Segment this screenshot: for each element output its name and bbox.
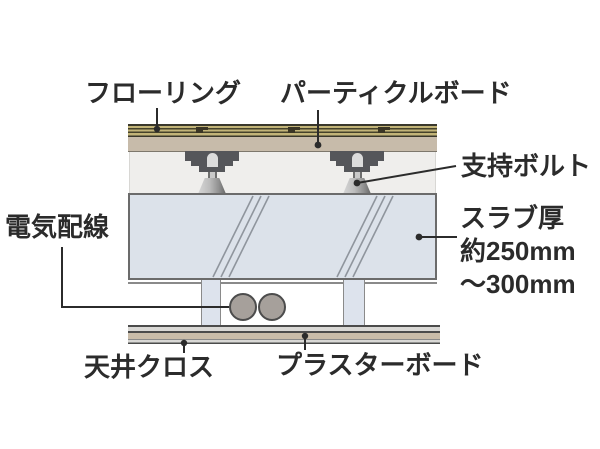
label-slab-thickness-value2: 〜300mm	[460, 268, 576, 299]
label-support-bolt: 支持ボルト	[461, 151, 592, 181]
bolt-foot	[198, 178, 226, 194]
flooring-fastener-marks	[196, 127, 390, 133]
label-ceiling-cloth: 天井クロス	[84, 352, 215, 382]
slab-hatch-group-2	[336, 195, 394, 278]
bolt-shaft	[352, 172, 362, 179]
label-slab-thickness: スラブ厚 約250mm 〜300mm	[460, 203, 576, 300]
slab-hatch-group-1	[212, 195, 270, 278]
leader-electrical-wiring	[61, 247, 229, 308]
floor-cavity	[129, 152, 436, 193]
leader-plasterboard	[301, 332, 309, 350]
wiring-conduit-1	[229, 293, 257, 321]
label-electrical-wiring: 電気配線	[5, 212, 110, 242]
leader-flooring	[153, 108, 161, 133]
concrete-slab	[128, 193, 437, 280]
label-particle-board: パーティクルボード	[280, 78, 512, 108]
leader-slab-thickness	[415, 233, 457, 241]
particle-board-layer	[128, 137, 437, 152]
slab-underside-line	[128, 282, 437, 284]
bolt-shaft	[207, 172, 217, 179]
ceiling-hanger-right	[343, 280, 365, 325]
leader-support-bolt	[353, 165, 457, 187]
support-bolt-assembly-left	[184, 151, 240, 195]
bolt-slot	[351, 153, 363, 167]
label-flooring: フローリング	[85, 78, 242, 108]
bolt-bracket-base	[344, 166, 370, 172]
leader-particle-board	[314, 110, 322, 149]
label-slab-thickness-value1: 約250mm	[460, 235, 576, 266]
ceiling-hanger-left	[201, 280, 221, 325]
wiring-conduit-2	[258, 293, 286, 321]
label-slab-thickness-title: スラブ厚	[460, 203, 565, 233]
ceiling-assembly	[128, 325, 440, 344]
bolt-bracket-base	[199, 166, 225, 172]
label-plasterboard: プラスターボード	[276, 350, 484, 380]
bolt-slot	[206, 153, 218, 167]
leader-ceiling-cloth	[180, 339, 188, 353]
